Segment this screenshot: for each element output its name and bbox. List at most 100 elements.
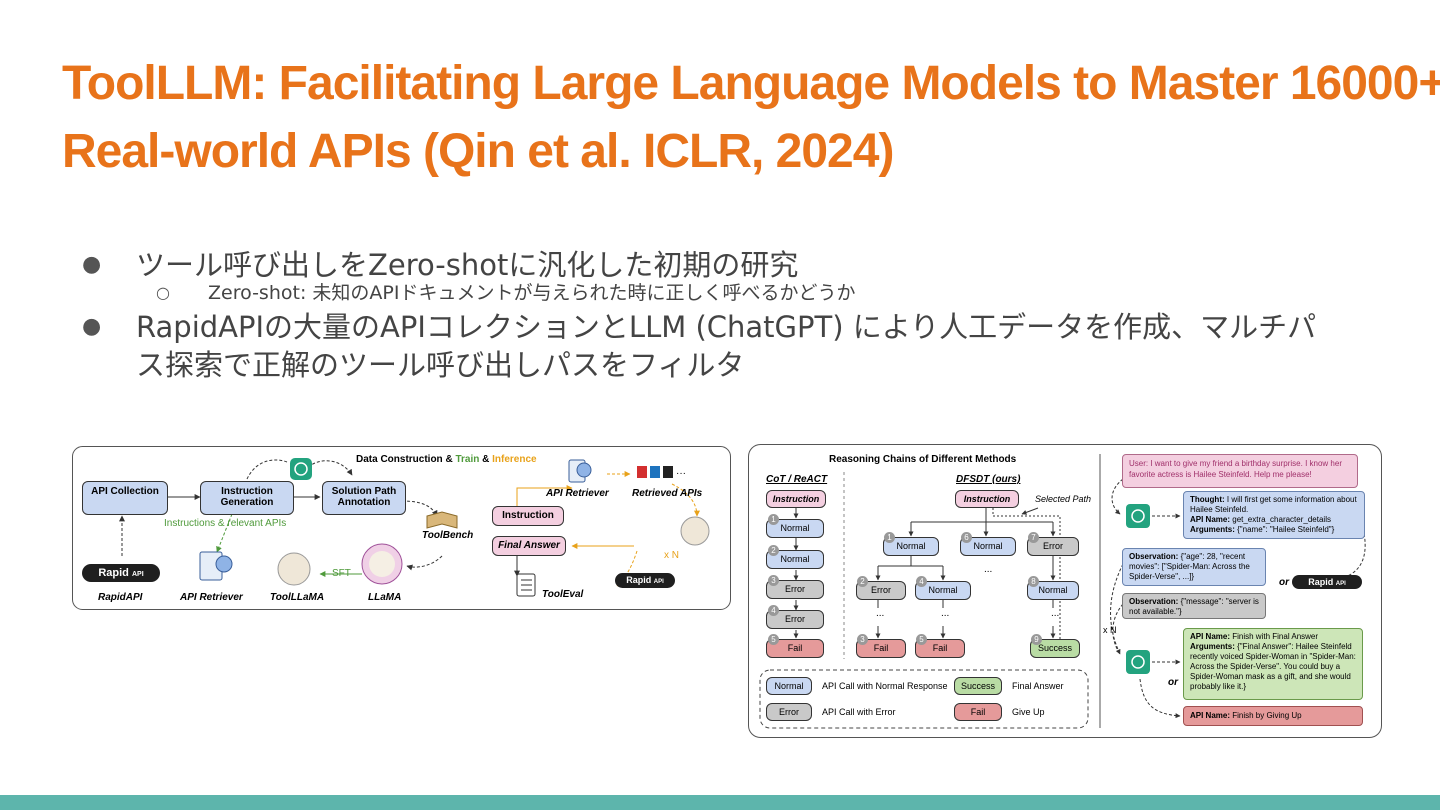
final-api-label: API Name: (1190, 632, 1230, 641)
ellipsis: ... (984, 564, 992, 575)
rapidapi-logo-small-text: API (1336, 581, 1346, 587)
retrieved-apis-label: Retrieved APIs (632, 488, 702, 499)
give-up-box: API Name: Finish by Giving Up (1183, 706, 1363, 726)
final-answer-box: Final Answer (492, 536, 566, 556)
reasoning-chains-figure: Reasoning Chains of Different Methods Co… (748, 444, 1382, 738)
step-badge: 1 (768, 514, 779, 525)
legend-fail-desc: Give Up (1012, 707, 1045, 717)
header-amp: & (479, 454, 492, 465)
final-answer-box: API Name: Finish with Final Answer Argum… (1183, 628, 1363, 700)
step-badge: 3 (857, 634, 868, 645)
bottom-accent-bar (0, 795, 1440, 810)
instruction-generation-box: Instruction Generation (200, 481, 294, 515)
cot-label: CoT / ReACT (766, 474, 827, 485)
header-inference: Inference (492, 454, 536, 465)
bullet-dot: ● (82, 246, 101, 284)
rapidapi-logo: Rapid API (82, 564, 160, 582)
legend-normal: Normal (766, 677, 812, 695)
rapidapi-label: RapidAPI (98, 592, 142, 603)
legend-error: Error (766, 703, 812, 721)
cot-instruction-box: Instruction (766, 490, 826, 508)
dfsdt-label: DFSDT (ours) (956, 474, 1020, 485)
chatgpt-icon (290, 458, 312, 480)
giveup-label: API Name: (1190, 711, 1230, 720)
sft-label: SFT (332, 568, 351, 579)
header-data-construction: Data Construction & (356, 454, 455, 465)
chatgpt-icon-2 (1126, 650, 1150, 674)
bullet-item-1: ● ツール呼び出しをZero-shotに汎化した初期の研究 (78, 246, 1378, 284)
rapidapi-logo-small: API (132, 571, 144, 578)
sub-bullet-dot: ○ (156, 280, 170, 306)
toolllama-icon (278, 553, 310, 585)
observation-success-box: Observation: {"age": 28, "recent movies"… (1122, 548, 1266, 586)
slide-title: ToolLLM: Facilitating Large Language Mod… (62, 50, 1402, 186)
api-retriever-top-label: API Retriever (546, 488, 609, 499)
obs1-label: Observation: (1129, 552, 1178, 561)
solution-path-box: Solution Path Annotation (322, 481, 406, 515)
dfsdt-instruction-box: Instruction (955, 490, 1019, 508)
final-api-text: Finish with Final Answer (1230, 632, 1318, 641)
rapidapi-logo-small: Rapid API (615, 573, 675, 588)
step-badge: 7 (1028, 532, 1039, 543)
toolllama-small-icon (681, 517, 709, 545)
thought-box: Thought: I will first get some informati… (1183, 491, 1365, 539)
llama-label: LLaMA (368, 592, 401, 603)
header-train: Train (455, 454, 479, 465)
step-badge: 5 (916, 634, 927, 645)
rapidapi-logo-small-text: API (654, 579, 664, 585)
arguments-text: {"name": "Hailee Steinfeld"} (1235, 525, 1334, 534)
final-args-label: Arguments: (1190, 642, 1235, 651)
ellipsis: ... (1051, 608, 1059, 619)
slide-title-line2: Real-world APIs (Qin et al. ICLR, 2024) (62, 118, 1402, 186)
toolllm-pipeline-figure: Data Construction & Train & Inference AP… (72, 446, 731, 610)
api-collection-box: API Collection (82, 481, 168, 515)
reasoning-title: Reasoning Chains of Different Methods (829, 454, 1016, 465)
instructions-relevant-label: Instructions & relevant APIs (164, 518, 286, 529)
observation-error-box: Observation: {"message": "server is not … (1122, 593, 1266, 619)
rapidapi-logo-right: Rapid API (1292, 575, 1362, 589)
rapidapi-logo-text: Rapid (626, 575, 651, 585)
giveup-text: Finish by Giving Up (1230, 711, 1302, 720)
rapidapi-logo-text: Rapid (1308, 577, 1333, 587)
step-badge: 4 (916, 576, 927, 587)
step-badge: 4 (768, 605, 779, 616)
step-badge: 1 (884, 532, 895, 543)
step-badge: 2 (857, 576, 868, 587)
obs2-label: Observation: (1129, 597, 1178, 606)
toolbench-label: ToolBench (422, 530, 473, 541)
legend-normal-desc: API Call with Normal Response (822, 681, 948, 691)
bullet-list: ● ツール呼び出しをZero-shotに汎化した初期の研究 ○ Zero-sho… (78, 246, 1378, 384)
selected-path-label: Selected Path (1035, 494, 1091, 504)
bullet-text: ツール呼び出しをZero-shotに汎化した初期の研究 (136, 248, 798, 282)
legend-error-desc: API Call with Error (822, 707, 896, 717)
step-badge: 9 (1031, 634, 1042, 645)
slide-title-line1: ToolLLM: Facilitating Large Language Mod… (62, 50, 1402, 118)
api-name-text: get_extra_character_details (1230, 515, 1331, 524)
user-message: User: I want to give my friend a birthda… (1122, 454, 1358, 488)
step-badge: 6 (961, 532, 972, 543)
bullet-text-line2: ス探索で正解のツール呼び出しパスをフィルタ (136, 348, 744, 382)
step-badge: 3 (768, 575, 779, 586)
thought-label: Thought: (1190, 495, 1225, 504)
legend-fail: Fail (954, 703, 1002, 721)
api-retriever-label: API Retriever (180, 592, 243, 603)
bullet-item-2: ● RapidAPIの大量のAPIコレクションとLLM (ChatGPT) によ… (78, 308, 1378, 384)
arguments-label: Arguments: (1190, 525, 1235, 534)
more-apis-dots: ··· (676, 468, 686, 479)
step-badge: 8 (1028, 576, 1039, 587)
tooleval-label: ToolEval (542, 589, 583, 600)
legend-success: Success (954, 677, 1002, 695)
xn-label: x N (664, 550, 679, 561)
ellipsis: ... (876, 608, 884, 619)
rapidapi-logo-text: Rapid (98, 567, 129, 579)
legend-success-desc: Final Answer (1012, 681, 1064, 691)
step-badge: 5 (768, 634, 779, 645)
api-logo-icon (637, 466, 647, 478)
toolllama-label: ToolLLaMA (270, 592, 324, 603)
sub-bullet-text: Zero-shot: 未知のAPIドキュメントが与えられた時に正しく呼べるかどう… (208, 282, 855, 304)
bullet-dot: ● (82, 308, 101, 346)
sub-bullet-item: ○ Zero-shot: 未知のAPIドキュメントが与えられた時に正しく呼べるか… (78, 280, 1378, 306)
instruction-box: Instruction (492, 506, 564, 526)
xn-label: x N (1103, 625, 1117, 635)
chatgpt-icon (1126, 504, 1150, 528)
